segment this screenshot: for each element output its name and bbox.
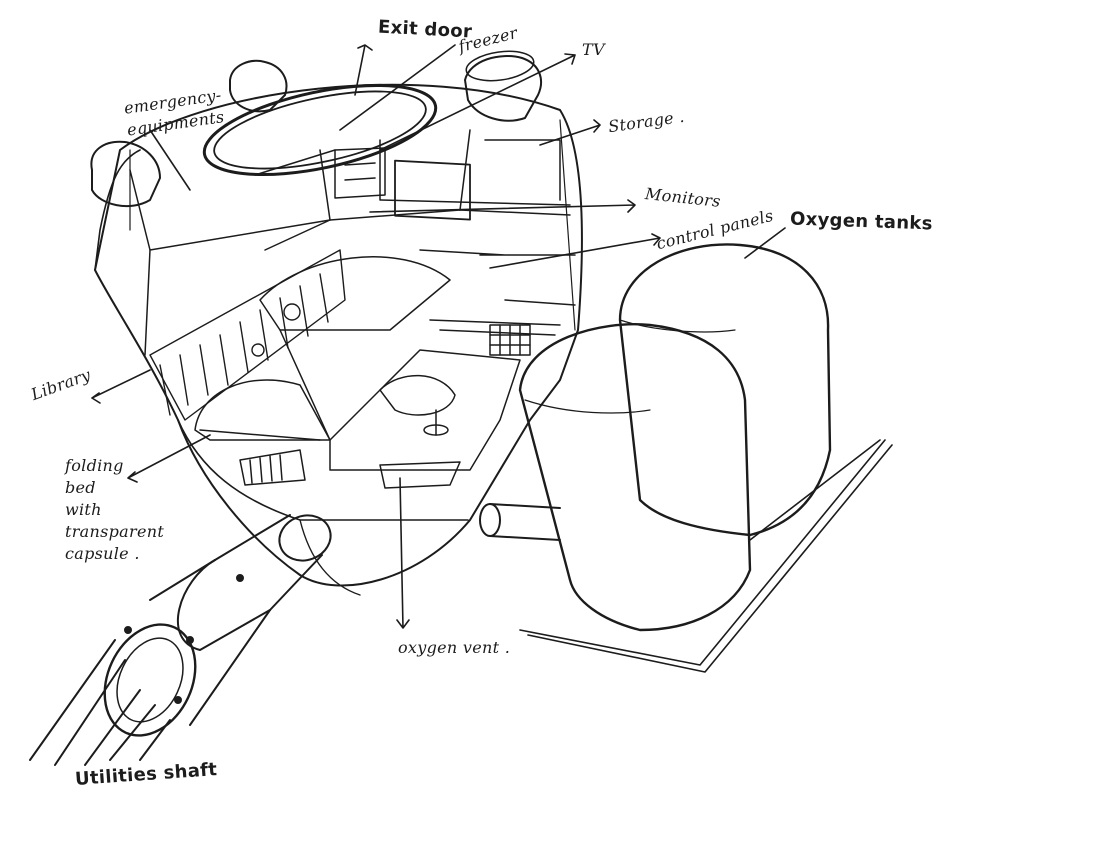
label-tv: TV bbox=[582, 40, 605, 59]
exit-door-hatch bbox=[202, 83, 438, 177]
label-oxygen-vent: oxygen vent . bbox=[398, 638, 511, 657]
label-line: folding bbox=[65, 456, 124, 475]
label-line: with bbox=[65, 500, 102, 519]
utilities-shaft bbox=[29, 514, 332, 766]
label-line: transparent bbox=[65, 522, 165, 541]
library-shelves bbox=[149, 249, 346, 421]
oxygen-tanks bbox=[518, 243, 832, 632]
habitat-module bbox=[94, 83, 583, 596]
label-line: bed bbox=[65, 478, 96, 497]
ground-plate bbox=[519, 439, 893, 673]
interior-cutaway bbox=[129, 129, 576, 356]
label-folding-bed: folding bed with transparent capsule . bbox=[65, 455, 205, 565]
emergency-canisters bbox=[90, 50, 542, 208]
annotation-leaders bbox=[91, 44, 786, 629]
control-console bbox=[239, 319, 561, 489]
folding-bed-capsule bbox=[194, 256, 451, 441]
oxygen-vent-pipe bbox=[479, 503, 561, 541]
label-line: capsule . bbox=[65, 544, 140, 563]
